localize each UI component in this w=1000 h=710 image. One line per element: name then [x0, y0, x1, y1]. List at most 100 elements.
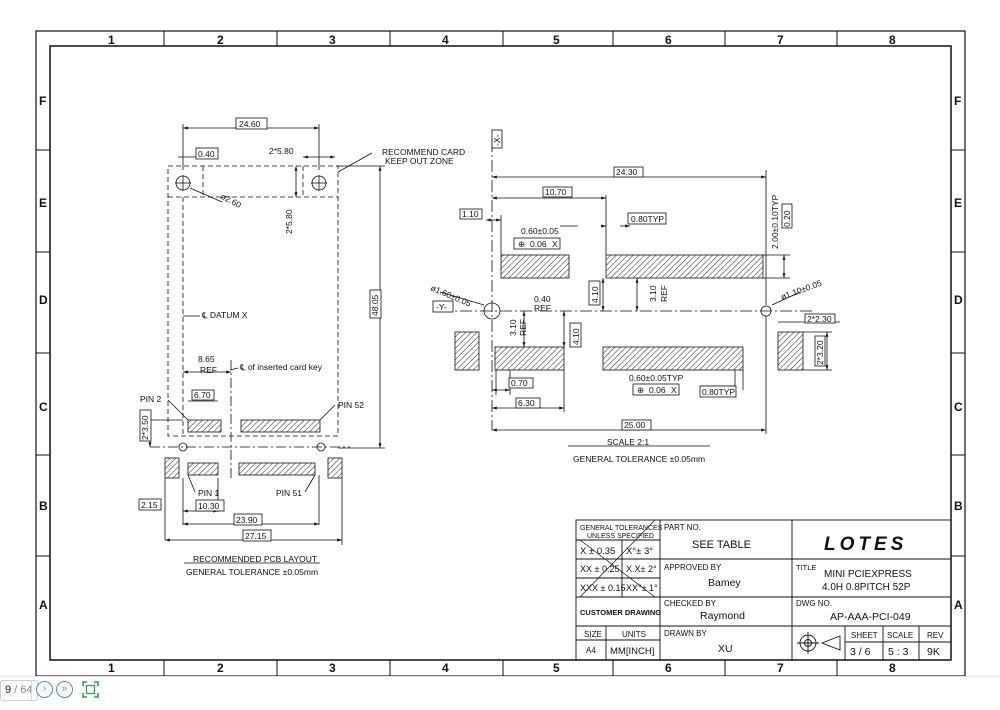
- tb-value: Bamey: [708, 577, 741, 589]
- col-label: 2: [217, 33, 224, 47]
- dim-label: ø1.10±0.05: [779, 278, 823, 302]
- dim-label: 1.10: [462, 209, 479, 219]
- title-block: [575, 519, 952, 661]
- col-label: 2: [217, 661, 224, 675]
- note: ℄ of inserted card key: [239, 362, 323, 372]
- dim-label: 0.70: [511, 378, 528, 388]
- tb-value: AP-AAA-PCI-049: [830, 611, 911, 623]
- col-label: 5: [553, 661, 560, 675]
- tb-label: UNITS: [622, 630, 646, 639]
- dim-label: 3.10: [508, 319, 518, 336]
- tb-value: 5 : 3: [888, 646, 909, 658]
- col-label: 5: [553, 33, 560, 47]
- connector-view-labels: -X- -Y- 24.30 10.70 1.10 0.60±0.05 ⊕ 0.0…: [429, 129, 836, 464]
- note: RECOMMEND CARD: [382, 147, 465, 157]
- dim-label: 25.00: [624, 420, 646, 430]
- dim-label: REF: [659, 285, 669, 302]
- note: ℄ DATUM X: [201, 310, 248, 320]
- row-label: B: [954, 499, 963, 513]
- view-tolerance: GENERAL TOLERANCE ±0.05mm: [573, 454, 705, 464]
- tb-value: X ± 0.35: [580, 546, 615, 557]
- double-chevron-right-circle-icon: »: [61, 683, 68, 694]
- frame-zone-labels: 1 2 3 4 5 6 7 8 1 2 3 4 5 6 7 8 F E D C …: [39, 33, 963, 675]
- dim-label: 0.80TYP: [702, 387, 735, 397]
- pin-label: PIN 1: [198, 488, 220, 498]
- row-label: A: [954, 598, 963, 612]
- col-label: 4: [442, 33, 449, 47]
- tb-label: REV: [927, 631, 944, 640]
- pin-label: PIN 51: [276, 488, 302, 498]
- view-caption: SCALE 2:1: [607, 437, 649, 447]
- fit-page-icon: [82, 681, 99, 698]
- tb-label: SHEET: [851, 631, 878, 640]
- dim-label: 0.06: [530, 239, 547, 249]
- dim-label: 8.65: [198, 354, 215, 364]
- dim-label: 24.30: [616, 167, 638, 177]
- dim-label: 3.10: [648, 285, 658, 302]
- tb-value: XU: [718, 643, 733, 655]
- datum-ref: X: [671, 385, 677, 395]
- row-label: A: [39, 598, 48, 612]
- tb-value: X°± 3°: [626, 546, 653, 557]
- tb-value: 9K: [927, 646, 940, 658]
- pin-label: PIN 2: [140, 394, 162, 404]
- tb-label: GENERAL TOLERANCES: [580, 525, 663, 532]
- col-label: 8: [889, 661, 896, 675]
- dim-label: 6.70: [194, 390, 211, 400]
- pcb-layout-labels: 24.60 0.40 2*5.80 2*5.80 ø2.60 RECOMMEND…: [138, 117, 465, 577]
- dim-label: 2*5.80: [269, 146, 294, 156]
- tb-value: MM[INCH]: [610, 646, 654, 657]
- next-page-button[interactable]: ›: [36, 681, 53, 698]
- row-label: C: [954, 400, 963, 414]
- row-label: E: [954, 196, 962, 210]
- dim-label: ø2.60: [219, 191, 243, 210]
- row-label: D: [954, 293, 963, 307]
- dim-label: 4.10: [571, 328, 581, 345]
- dim-label: 2*3.20: [815, 340, 825, 365]
- fit-page-button[interactable]: [82, 681, 99, 698]
- tb-value: XX°± 1°: [626, 583, 658, 593]
- toolbar-divider: [31, 680, 32, 700]
- tb-value: X.X± 2°: [626, 564, 657, 574]
- col-label: 1: [108, 33, 115, 47]
- dim-label: 27.15: [245, 531, 267, 541]
- dim-label: 2*3.50: [140, 415, 150, 440]
- datum-ref: X: [552, 239, 558, 249]
- tb-label: PART NO.: [664, 523, 701, 532]
- tb-value: 4.0H 0.8PITCH 52P: [822, 582, 911, 593]
- tb-label: SIZE: [584, 630, 602, 639]
- col-label: 8: [889, 33, 896, 47]
- col-label: 3: [329, 661, 336, 675]
- tb-value: 3 / 6: [850, 646, 871, 658]
- tb-label: SCALE: [887, 631, 913, 640]
- page-number-input[interactable]: 9 / 64: [0, 680, 38, 701]
- dim-label: 2.00±0.10TYP: [770, 194, 780, 249]
- note: KEEP OUT ZONE: [385, 156, 454, 166]
- dim-label: 2*5.80: [284, 209, 294, 234]
- tb-value: XX ± 0.25: [580, 564, 619, 574]
- datum-box: -X-: [492, 135, 502, 147]
- tb-label: DWG NO.: [796, 599, 832, 608]
- dim-label: 2.15: [141, 500, 158, 510]
- tb-label: CHECKED BY: [664, 599, 717, 608]
- dim-label: 4.10: [590, 286, 600, 303]
- row-label: F: [954, 94, 961, 108]
- tb-label: APPROVED BY: [664, 563, 722, 572]
- row-label: E: [39, 196, 47, 210]
- pcb-layout-view: [143, 124, 385, 564]
- tb-label: UNLESS SPECIFIED: [587, 533, 654, 540]
- last-page-button[interactable]: »: [56, 681, 73, 698]
- title-block-text: GENERAL TOLERANCES UNLESS SPECIFIED X ± …: [580, 523, 944, 658]
- dim-label: 6.30: [518, 398, 535, 408]
- dim-label: 10.30: [198, 501, 220, 511]
- col-label: 3: [329, 33, 336, 47]
- tb-value: Raymond: [700, 610, 745, 622]
- total-pages: / 64: [14, 684, 33, 696]
- dim-label: 23.90: [236, 515, 258, 525]
- current-page[interactable]: 9: [5, 684, 12, 696]
- col-label: 7: [777, 661, 784, 675]
- row-label: D: [39, 293, 48, 307]
- company-logo: LOTES: [824, 534, 907, 555]
- view-tolerance: GENERAL TOLERANCE ±0.05mm: [186, 567, 318, 577]
